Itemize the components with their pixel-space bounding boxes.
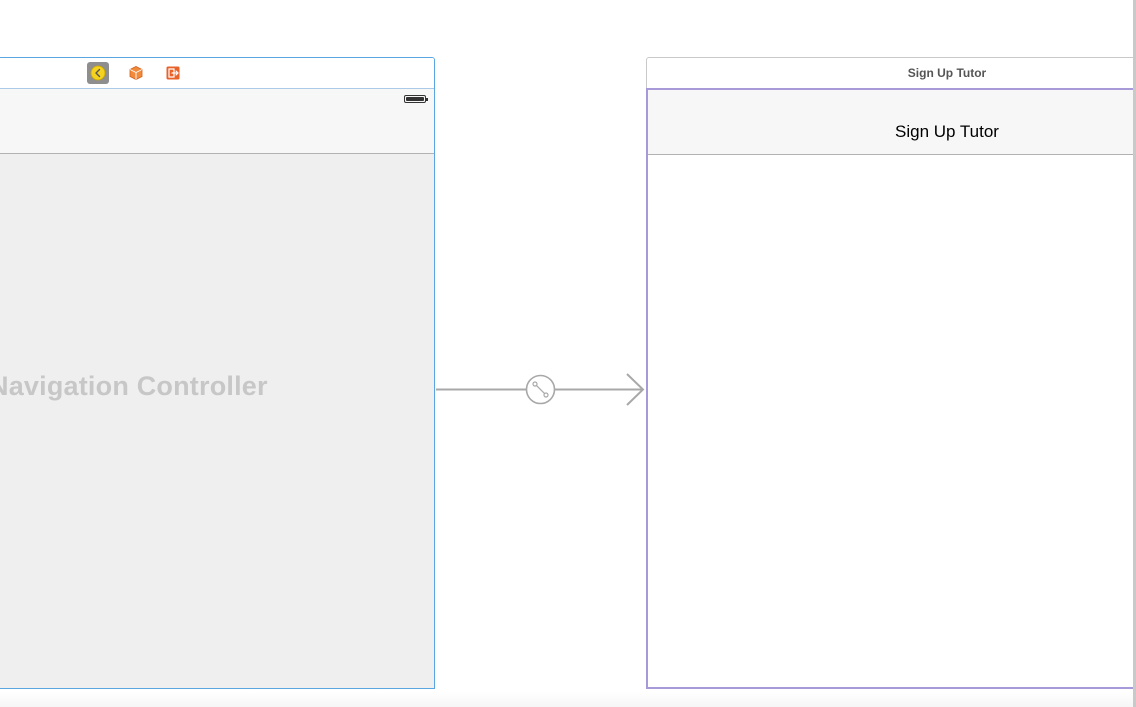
canvas-bottom-edge (0, 692, 1136, 707)
navigation-controller-label: Navigation Controller (0, 371, 268, 401)
scene-dock (0, 58, 434, 89)
segue-link-icon[interactable] (525, 374, 556, 405)
scene-title: Sign Up Tutor (907, 66, 987, 80)
sign-up-tutor-view[interactable]: Sign Up Tutor (646, 88, 1136, 689)
navigation-title[interactable]: Sign Up Tutor (895, 122, 999, 141)
status-bar (0, 89, 434, 109)
relationship-segue[interactable] (436, 370, 648, 410)
first-responder-icon[interactable] (125, 62, 147, 84)
navigation-bar[interactable] (0, 109, 434, 154)
view-controller-icon[interactable] (87, 62, 109, 84)
status-bar (648, 90, 1136, 110)
battery-icon (404, 95, 428, 103)
canvas-scroll-edge (1133, 0, 1136, 707)
navigation-bar[interactable]: Sign Up Tutor (648, 110, 1136, 155)
navigation-controller-scene[interactable]: Navigation Controller (0, 57, 435, 689)
scene-title-bar[interactable]: Sign Up Tutor (646, 57, 1136, 89)
exit-icon[interactable] (162, 62, 184, 84)
